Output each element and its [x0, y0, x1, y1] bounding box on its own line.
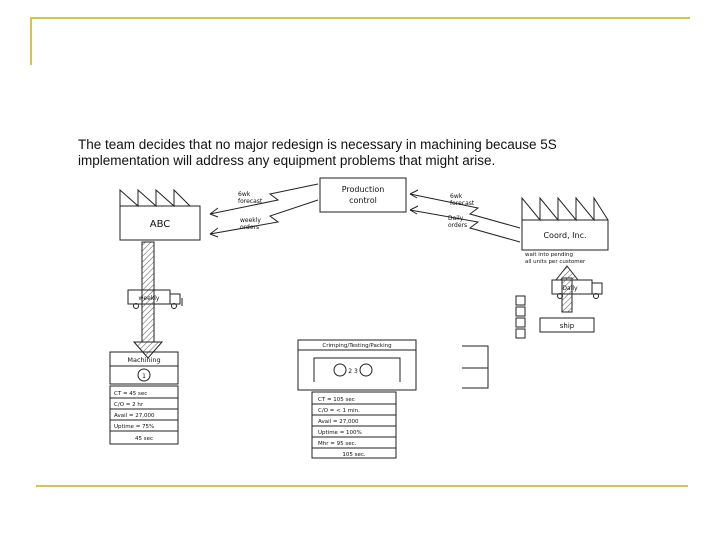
supplier-truck-wheel-1	[133, 303, 139, 309]
cell-operator-count: 2 3	[348, 368, 358, 375]
pc-supplier-forecast-2: forecast	[238, 198, 263, 205]
machining-operator-count: 1	[142, 373, 146, 380]
supplier-factory-roof	[119, 188, 191, 208]
customer-label: Coord, Inc.	[543, 231, 586, 240]
machining-data-3: Avail = 27,000	[114, 413, 155, 419]
pc-supplier-orders-1: weekly	[240, 217, 261, 224]
orders-arrowhead-supplier	[209, 227, 219, 238]
customer-pc-orders-2: orders	[448, 222, 467, 229]
customer-factory-roof	[521, 196, 609, 222]
machining-data-5: 45 sec	[135, 436, 153, 442]
slide-frame-bottom	[36, 485, 688, 487]
forecast-flow-to-supplier	[209, 183, 319, 215]
customer-note-1: wait into pending	[525, 252, 573, 258]
supplier-truck-wheel-2	[171, 303, 177, 309]
supplier-push-arrow	[141, 241, 155, 343]
value-stream-map: Production control ABC Coord, Inc. 6wk f…	[109, 177, 609, 459]
cell-operator-icon-2	[359, 363, 373, 377]
inventory-box-3	[515, 317, 526, 328]
cell-operator-icon-1	[333, 363, 347, 377]
inventory-box-1	[515, 295, 526, 306]
production-control-line2: control	[349, 196, 377, 205]
caption-line-2: implementation will address any equipmen…	[78, 153, 496, 168]
customer-truck-cab	[591, 282, 603, 295]
cell-data-box	[311, 391, 397, 459]
machining-data-1: CT = 45 sec	[114, 391, 147, 397]
customer-ship-arrow	[561, 277, 573, 313]
customer-pc-forecast-1: 6wk	[450, 193, 463, 200]
ship-label: ship	[560, 322, 575, 330]
inventory-box-2	[515, 306, 526, 317]
orders-arrowhead-pc	[409, 205, 419, 215]
supplier-shipment-label: weekly	[139, 295, 160, 302]
cell-data-6: 105 sec.	[342, 452, 366, 458]
customer-shipment-label: Daily	[562, 285, 578, 292]
machining-title: Machining	[127, 356, 160, 364]
cell-data-2: C/O = < 1 min.	[318, 408, 360, 414]
customer-pc-orders-1: Daily	[448, 215, 464, 222]
production-control-line1: Production	[342, 185, 385, 194]
supplier-label: ABC	[150, 219, 171, 230]
supplier-truck-cab	[169, 293, 181, 305]
orders-flow-from-customer	[409, 209, 521, 243]
inventory-box-4	[515, 328, 526, 339]
slide-caption: The team decides that no major redesign …	[78, 137, 668, 169]
cell-data-3: Avail = 27,000	[318, 419, 359, 425]
customer-factory	[521, 219, 609, 251]
cell-u-shape	[313, 357, 401, 382]
customer-note-2: all units per customer	[525, 259, 586, 265]
cell-data-5: Mhr = 95 sec.	[318, 441, 357, 447]
slide-frame-left	[30, 17, 32, 65]
machining-operator-icon	[137, 368, 151, 382]
customer-pc-forecast-2: forecast	[450, 200, 475, 207]
forecast-arrowhead-pc	[409, 189, 419, 199]
cell-process-box	[297, 339, 417, 391]
machining-data-2: C/O = 2 hr	[114, 402, 144, 408]
orders-flow-to-supplier	[209, 199, 319, 235]
cell-title: Crimping/Testing/Packing	[322, 343, 391, 349]
machining-operator-box	[109, 365, 179, 385]
customer-truck-wheel-2	[593, 293, 599, 299]
cell-data-4: Uptime = 100%	[318, 430, 362, 436]
customer-truck-wheel-1	[557, 293, 563, 299]
machining-data-4: Uptime = 75%	[114, 424, 154, 430]
forecast-arrowhead-supplier	[209, 207, 219, 218]
cell-data-1: CT = 105 sec	[318, 397, 355, 403]
ship-box	[539, 317, 595, 333]
supplier-push-arrowhead	[132, 341, 164, 359]
pc-supplier-orders-2: orders	[240, 224, 259, 231]
supplier-factory	[119, 205, 201, 241]
forecast-flow-from-customer	[409, 193, 521, 229]
customer-ship-arrowhead	[554, 265, 580, 281]
bracket-shape	[462, 345, 489, 389]
machining-data-box	[109, 385, 179, 445]
pc-supplier-forecast-1: 6wk	[238, 191, 251, 198]
production-control-box	[319, 177, 407, 213]
slide-frame-top	[30, 17, 690, 19]
caption-line-1: The team decides that no major redesign …	[78, 137, 557, 152]
